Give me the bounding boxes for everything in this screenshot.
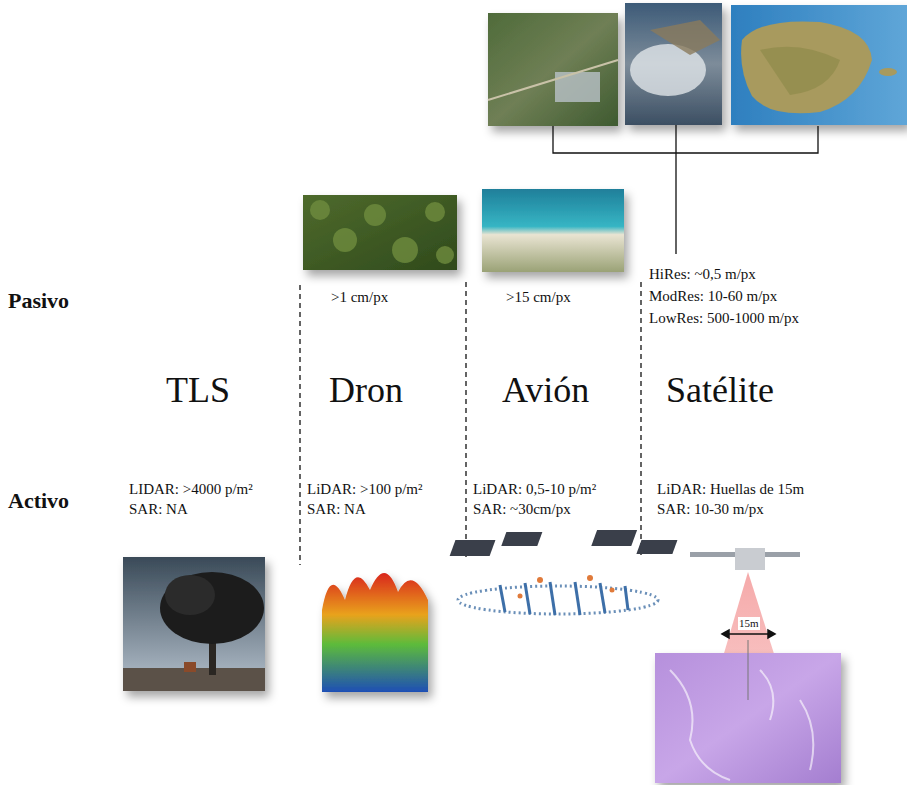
iberia-land [741,21,872,113]
scan-line [600,583,605,613]
point [518,594,523,599]
resolution-note: >15 cm/px [506,289,571,306]
ridge [760,670,773,720]
crown [160,572,264,644]
satellite-images [488,3,907,126]
space-station [450,530,800,570]
module [735,548,765,570]
ridge [800,700,813,770]
farmland-photo [488,13,618,126]
resolution-note: HiRes: ~0,5 m/px [649,266,756,283]
column-title: TLS [166,370,230,411]
row-label: Pasivo [8,288,69,313]
sensor-spec: LiDAR: Huellas de 15m [657,481,804,498]
aerial-images [303,189,624,272]
sensor-spec: SAR: ~30cm/px [473,501,571,518]
column-title: Dron [329,370,403,411]
sensor-spec: LIDAR: >4000 p/m² [129,481,253,498]
scan-lines [500,582,628,615]
coast-photo [482,189,624,272]
solar-panels [450,530,678,556]
crown [364,204,386,226]
swath [458,586,658,614]
resolution-note: ModRes: 10-60 m/px [649,288,777,305]
land [650,20,720,55]
width-arrow [722,630,775,638]
dimension-label: 15m [738,617,760,630]
separator [299,285,300,565]
resolution-note: >1 cm/px [331,289,388,306]
point [587,575,593,581]
island [879,68,897,76]
column-title: Satélite [666,370,774,411]
canopy-crowns [310,200,454,264]
crown [333,228,357,252]
arrow-head [768,630,775,638]
sensor-spec: SAR: NA [129,501,188,518]
point-cloud [322,573,428,692]
iberia-inland [760,47,840,95]
point [610,588,615,593]
scan-line [550,582,555,615]
scan-line [625,586,628,610]
column-title: Avión [502,370,589,411]
column-separators [300,282,641,565]
tls-photo [123,557,265,691]
road [488,60,618,100]
terrain-texture [670,670,813,780]
resolution-note: LowRes: 500-1000 m/px [649,310,799,327]
photo-details [488,20,897,113]
peninsula-photo [731,5,907,125]
panel [591,530,637,546]
drone-lidar [322,573,428,692]
sensor-spec: SAR: 10-30 m/px [657,501,764,518]
arrow-head [722,630,729,638]
sensor-spec: LiDAR: 0,5-10 p/m² [473,481,596,498]
crown [310,200,330,220]
tls-tree [123,572,265,691]
separator [640,282,641,555]
crown [392,237,418,263]
separator [465,282,466,558]
airborne-lidar [458,575,658,615]
ridge [670,670,730,780]
crown [425,202,445,222]
point [537,577,543,583]
row-label: Activo [8,488,69,513]
sensor-spec: LiDAR: >100 p/m² [307,481,422,498]
scan-line [500,585,505,612]
panel [501,532,542,546]
scan-line [525,583,530,614]
crown [165,575,215,615]
panel [450,540,496,556]
lidar-beam [722,572,776,660]
panel [636,540,677,554]
sky [123,557,265,691]
crown [436,246,454,264]
beam-axis [748,640,749,700]
delta-photo [625,3,722,125]
scan-line [575,582,580,615]
scanner [184,662,196,672]
sensor-spec: SAR: NA [307,501,366,518]
arrow-line [727,633,770,635]
points [518,575,615,599]
tree-canopy-photo [303,195,457,270]
